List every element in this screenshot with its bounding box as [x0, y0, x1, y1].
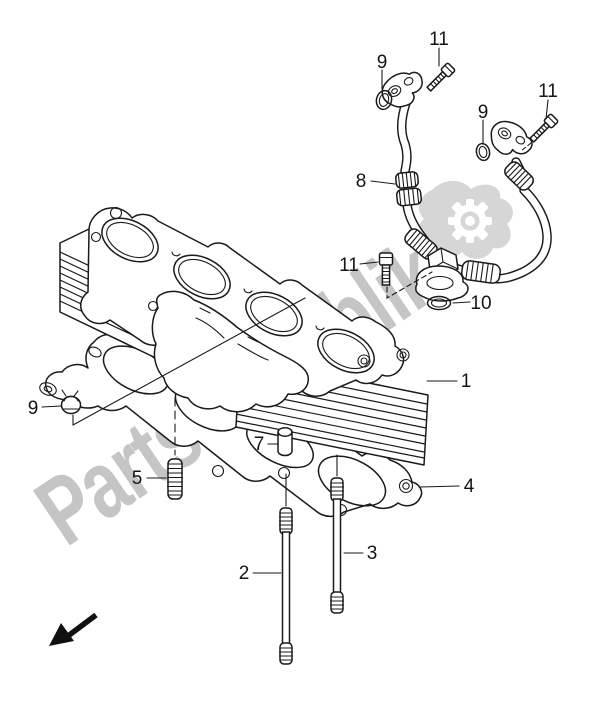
callout-7: 7 [254, 434, 265, 455]
callout-11: 11 [339, 255, 359, 276]
callout-5: 5 [132, 468, 143, 489]
leader-lines [41, 47, 549, 574]
callout-9: 9 [478, 102, 489, 123]
hose-coupling [395, 187, 423, 207]
stud-medium [329, 477, 345, 614]
callout-2: 2 [239, 563, 250, 584]
stud-long [278, 507, 294, 665]
cylinder-bores [101, 217, 375, 374]
callout-1: 1 [461, 371, 472, 392]
callout-4: 4 [464, 476, 475, 497]
cylinder-block [59, 206, 429, 466]
callout-8: 8 [356, 171, 367, 192]
oil-hose-assembly [375, 62, 559, 311]
stud-short [166, 458, 184, 500]
callout-labels: 11 9 11 9 8 11 10 1 9 7 5 4 3 2 [28, 29, 558, 584]
hose-coupling [461, 260, 501, 284]
mounting-flange [414, 265, 469, 302]
bolt [529, 113, 559, 143]
callout-11: 11 [429, 29, 449, 50]
gear-icon [448, 199, 492, 243]
callout-10: 10 [470, 293, 491, 314]
direction-arrow [49, 612, 98, 646]
bolt [426, 62, 456, 92]
cap-nut [60, 389, 82, 415]
callout-11: 11 [538, 81, 558, 102]
hose-coupling [504, 161, 534, 191]
callout-9: 9 [28, 398, 39, 419]
o-ring-bottom [426, 295, 452, 311]
callout-9: 9 [377, 52, 388, 73]
callout-3: 3 [367, 543, 378, 564]
bolt [378, 252, 394, 286]
o-ring-left [375, 89, 393, 111]
dowel-pin [277, 427, 293, 457]
hose-coupling [395, 171, 419, 189]
o-ring-right [475, 142, 491, 162]
union-fitting-right [490, 120, 533, 155]
watermark-badge [418, 180, 513, 259]
block-centre-casting [151, 290, 309, 413]
